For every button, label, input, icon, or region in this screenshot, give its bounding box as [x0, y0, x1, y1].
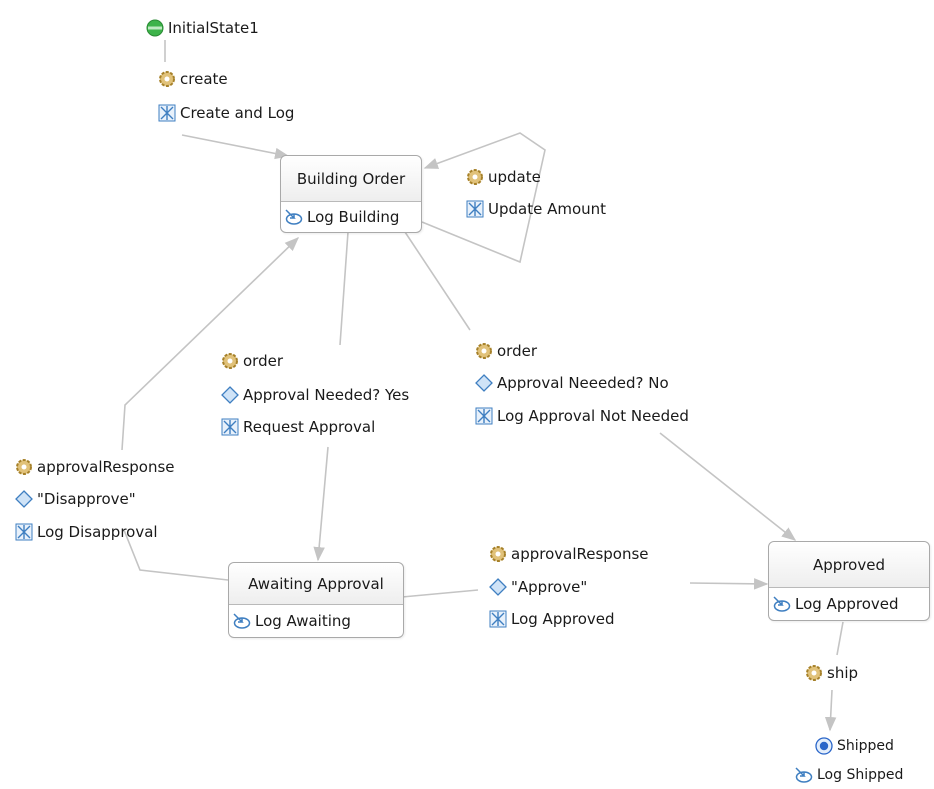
transition-create-action[interactable]: Create and Log: [158, 104, 294, 122]
transition-order-yes-condition[interactable]: Approval Needed? Yes: [221, 386, 409, 404]
event-label: order: [243, 352, 283, 370]
entry-action-label: Log Awaiting: [255, 612, 351, 630]
event-label: update: [488, 168, 541, 186]
event-label: approvalResponse: [511, 545, 649, 563]
edge-order-yes: [318, 231, 349, 560]
edge-approve: [401, 583, 767, 597]
transition-approve-condition[interactable]: "Approve": [489, 578, 587, 596]
edge-disapprove: [121, 238, 298, 581]
event-label: order: [497, 342, 537, 360]
state-title: Building Order: [281, 156, 421, 202]
condition-label: "Disapprove": [37, 490, 136, 508]
action-label: Create and Log: [180, 104, 295, 122]
edge-ship: [830, 621, 843, 730]
condition-label: Approval Needed? Yes: [243, 386, 410, 404]
edge-create: [164, 40, 288, 156]
condition-diamond-icon: [15, 490, 33, 508]
initial-state-icon: [146, 19, 164, 37]
transition-ship-event[interactable]: ship: [805, 664, 858, 682]
gear-icon: [466, 168, 484, 186]
event-label: create: [180, 70, 228, 88]
gear-icon: [489, 545, 507, 563]
state-awaiting-approval[interactable]: Awaiting Approval Log Awaiting: [228, 562, 404, 638]
final-state-label: Shipped: [837, 738, 894, 754]
gear-icon: [158, 70, 176, 88]
event-label: approvalResponse: [37, 458, 175, 476]
gear-icon: [475, 342, 493, 360]
event-label: ship: [827, 664, 859, 682]
condition-label: "Approve": [511, 578, 588, 596]
state-approved[interactable]: Approved Log Approved: [768, 541, 930, 621]
condition-diamond-icon: [221, 386, 239, 404]
transition-disapprove-condition[interactable]: "Disapprove": [15, 490, 136, 508]
transition-order-no-event[interactable]: order: [475, 342, 537, 360]
final-state[interactable]: Shipped: [815, 737, 894, 755]
initial-state[interactable]: InitialState1: [146, 19, 259, 37]
transition-update-action[interactable]: Update Amount: [466, 200, 606, 218]
action-label: Request Approval: [243, 418, 376, 436]
edge-order-no: [404, 231, 795, 540]
transition-approve-event[interactable]: approvalResponse: [489, 545, 649, 563]
transition-order-yes-event[interactable]: order: [221, 352, 283, 370]
action-icon: [475, 407, 493, 425]
entry-action-icon: [795, 766, 813, 784]
action-icon: [466, 200, 484, 218]
state-title: Awaiting Approval: [229, 563, 403, 605]
action-icon: [158, 104, 176, 122]
transition-update-event[interactable]: update: [466, 168, 541, 186]
entry-action-icon: [233, 612, 251, 630]
entry-action-icon: [773, 595, 791, 613]
transition-approve-action[interactable]: Log Approved: [489, 610, 615, 628]
transition-order-no-action[interactable]: Log Approval Not Needed: [475, 407, 689, 425]
transition-order-no-condition[interactable]: Approval Neeeded? No: [475, 374, 669, 392]
transition-disapprove-action[interactable]: Log Disapproval: [15, 523, 158, 541]
state-building-order[interactable]: Building Order Log Building: [280, 155, 422, 233]
gear-icon: [15, 458, 33, 476]
action-label: Log Approved: [511, 610, 615, 628]
condition-label: Approval Neeeded? No: [497, 374, 669, 392]
entry-action-label: Log Building: [307, 208, 400, 226]
condition-diamond-icon: [489, 578, 507, 596]
edge-update: [421, 132, 546, 264]
transition-create-event[interactable]: create: [158, 70, 228, 88]
action-label: Log Disapproval: [37, 523, 158, 541]
entry-action-label: Log Shipped: [817, 767, 904, 783]
action-label: Log Approval Not Needed: [497, 407, 689, 425]
action-label: Update Amount: [488, 200, 607, 218]
initial-state-label: InitialState1: [168, 19, 259, 37]
transition-disapprove-event[interactable]: approvalResponse: [15, 458, 175, 476]
entry-action-label: Log Approved: [795, 595, 899, 613]
state-title: Approved: [769, 542, 929, 588]
gear-icon: [805, 664, 823, 682]
final-state-entry[interactable]: Log Shipped: [795, 766, 903, 784]
action-icon: [221, 418, 239, 436]
entry-action-icon: [285, 208, 303, 226]
final-state-icon: [815, 737, 833, 755]
gear-icon: [221, 352, 239, 370]
transition-order-yes-action[interactable]: Request Approval: [221, 418, 375, 436]
action-icon: [15, 523, 33, 541]
action-icon: [489, 610, 507, 628]
condition-diamond-icon: [475, 374, 493, 392]
